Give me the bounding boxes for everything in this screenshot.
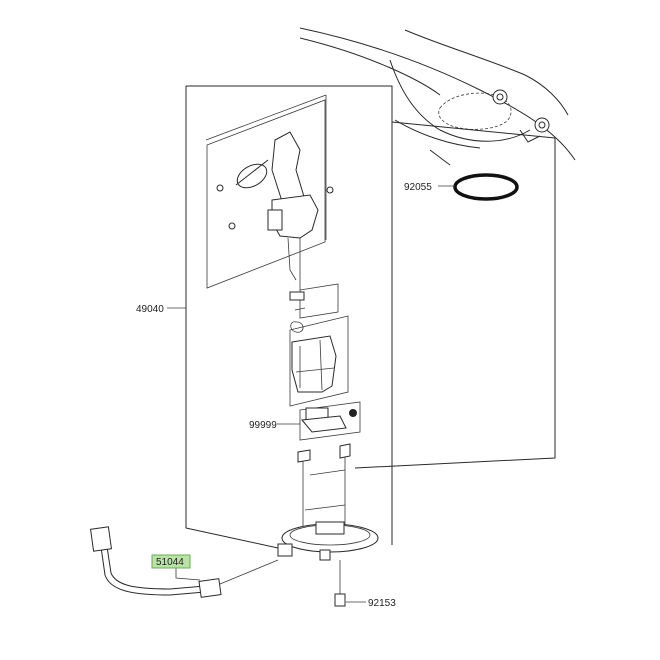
part-label-92153[interactable]: 92153 bbox=[368, 598, 396, 609]
pump-filter-seal bbox=[301, 407, 357, 433]
assembly-frame bbox=[185, 85, 556, 549]
bolt-92153 bbox=[334, 560, 346, 607]
part-label-92055[interactable]: 92055 bbox=[404, 182, 432, 193]
wire-harness-51044 bbox=[89, 526, 279, 598]
pump-inner-boxes bbox=[205, 94, 361, 441]
fuel-pump-upper bbox=[216, 131, 334, 290]
part-label-49040[interactable]: 49040 bbox=[136, 304, 164, 315]
fuel-tank-outline bbox=[299, 27, 576, 166]
pump-clips bbox=[289, 291, 306, 333]
pump-base-plate bbox=[277, 443, 379, 561]
fuel-pump-body bbox=[291, 335, 337, 393]
highlight-box-51044 bbox=[151, 554, 191, 569]
part-label-51044[interactable]: 51044 bbox=[156, 557, 184, 568]
part-label-99999[interactable]: 99999 bbox=[249, 420, 277, 431]
o-ring-92055 bbox=[453, 173, 519, 201]
part-labels: 92055 49040 99999 51044 92153 bbox=[136, 182, 432, 609]
